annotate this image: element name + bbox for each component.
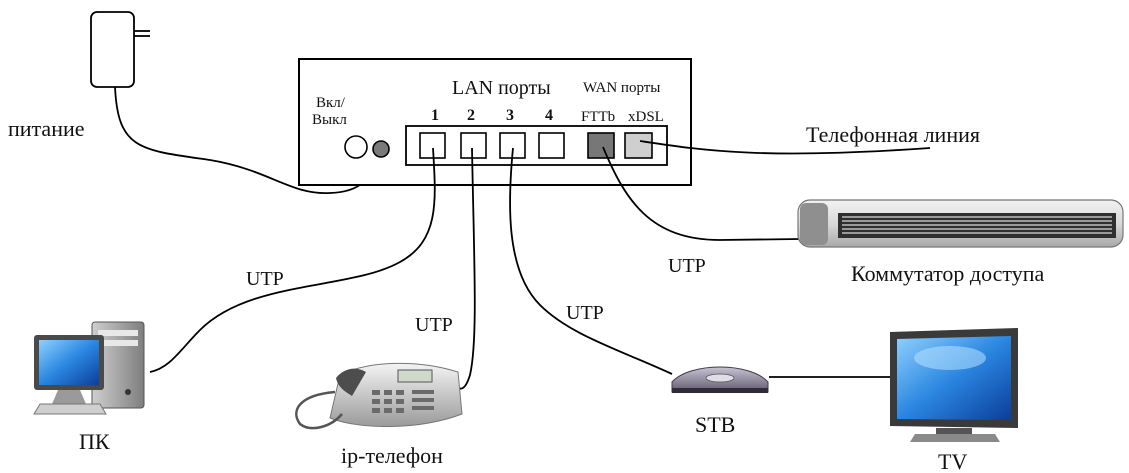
wan-ports-label: WAN порты	[583, 80, 660, 96]
fttb-cable	[602, 146, 801, 241]
phone-cable	[457, 147, 476, 390]
lan-port-4	[538, 132, 565, 159]
power-button-icon	[344, 135, 368, 159]
lan-port-2	[460, 132, 487, 159]
tv-label: TV	[938, 449, 967, 473]
pc-icon	[33, 321, 145, 415]
pc-cable-label: UTP	[246, 268, 284, 290]
power-cable	[114, 86, 381, 194]
wan-port-fttb	[587, 132, 615, 159]
ip-phone-icon	[295, 362, 463, 430]
power-adapter-icon	[90, 11, 150, 88]
pc-cable	[149, 147, 436, 373]
on-off-label-line1: Вкл/	[316, 95, 346, 111]
stb-label: STB	[695, 412, 735, 437]
ip-phone-label: ip-телефон	[341, 443, 443, 468]
lan-port-number-1: 1	[431, 107, 439, 124]
lan-port-number-2: 2	[467, 107, 475, 124]
lan-ports-label: LAN порты	[452, 77, 551, 99]
fttb-label: FTTb	[581, 109, 615, 125]
power-label: питание	[8, 116, 85, 141]
stb-icon	[671, 366, 769, 393]
power-socket-icon	[372, 140, 390, 158]
access-switch-label: Коммутатор доступа	[851, 261, 1045, 286]
port-panel	[405, 125, 668, 166]
lan-port-number-3: 3	[506, 107, 514, 124]
lan-port-number-4: 4	[545, 107, 553, 124]
phone-line-label: Телефонная линия	[806, 122, 980, 147]
stb-cable	[509, 147, 673, 375]
wan-port-xdsl	[624, 132, 653, 159]
phone-cable-label: UTP	[415, 314, 453, 336]
switch-cable-label: UTP	[668, 255, 706, 277]
phone-line-cable	[639, 140, 931, 155]
xdsl-label: xDSL	[628, 109, 664, 125]
access-switch-icon	[797, 199, 1124, 248]
tv-icon	[890, 328, 1018, 442]
on-off-label-line2: Выкл	[312, 112, 347, 128]
pc-label: ПК	[79, 429, 110, 454]
stb-cable-label: UTP	[566, 302, 604, 324]
